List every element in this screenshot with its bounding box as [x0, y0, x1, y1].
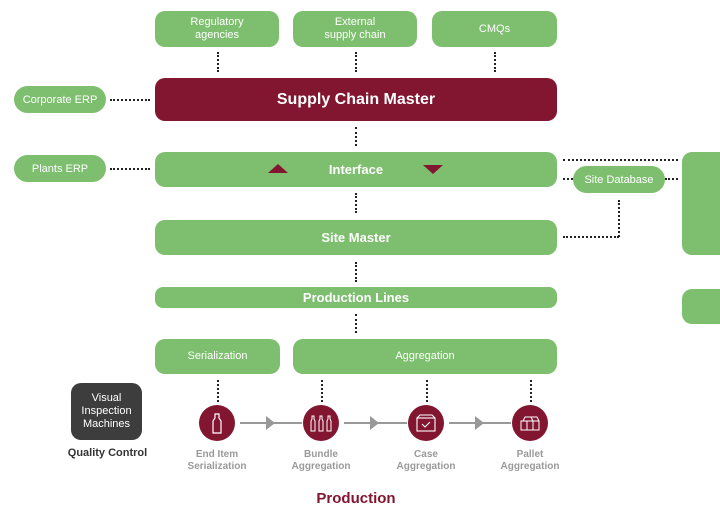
- connector: [217, 52, 219, 72]
- site-master-box[interactable]: Site Master: [155, 220, 557, 255]
- production-lines-box[interactable]: Production Lines: [155, 287, 557, 308]
- bottle-icon: [212, 413, 222, 434]
- pallet-boxes-icon: [520, 416, 540, 431]
- connector: [426, 380, 428, 402]
- supply-chain-master-box[interactable]: Supply Chain Master: [155, 78, 557, 121]
- download-arrow-icon: [423, 165, 443, 174]
- plants-erp-pill[interactable]: Plants ERP: [14, 155, 106, 182]
- corporate-erp-pill[interactable]: Corporate ERP: [14, 86, 106, 113]
- connector: [110, 99, 150, 101]
- step-circle-bundle[interactable]: [303, 405, 339, 441]
- box-label: supply chain: [324, 29, 386, 41]
- bundle-bottles-icon: [310, 415, 332, 432]
- serialization-box[interactable]: Serialization: [155, 339, 280, 374]
- upload-arrow-icon: [268, 164, 288, 173]
- connector: [355, 262, 357, 282]
- interface-box[interactable]: Interface: [155, 152, 557, 187]
- box-label: Aggregation: [395, 350, 455, 362]
- connector: [355, 193, 357, 213]
- flow-arrow-icon: [370, 416, 379, 430]
- case-box-icon: [416, 414, 436, 432]
- box-label: Visual: [91, 392, 122, 404]
- production-title: Production: [316, 490, 396, 507]
- quality-control-caption: Quality Control: [67, 447, 148, 459]
- connector: [618, 200, 620, 237]
- connector: [355, 52, 357, 72]
- box-label: Interface: [328, 162, 384, 177]
- connector: [665, 178, 678, 180]
- connector: [563, 236, 619, 238]
- cmqs-box[interactable]: CMQs: [432, 11, 557, 47]
- connector: [217, 380, 219, 402]
- connector: [110, 168, 150, 170]
- box-label: Regulatory: [190, 16, 244, 28]
- right-panel: [682, 152, 720, 255]
- connector: [563, 159, 678, 161]
- site-database-pill[interactable]: Site Database: [573, 166, 665, 193]
- connector: [494, 52, 496, 72]
- flow-arrow-icon: [266, 416, 275, 430]
- box-label: Serialization: [187, 350, 248, 362]
- aggregation-box[interactable]: Aggregation: [293, 339, 557, 374]
- box-label: Machines: [82, 418, 131, 430]
- right-panel-lower: [682, 289, 720, 324]
- box-label: Supply Chain Master: [276, 90, 436, 108]
- step-circle-end-item[interactable]: [199, 405, 235, 441]
- connector: [530, 380, 532, 402]
- box-label: Site Master: [321, 230, 391, 245]
- box-label: CMQs: [478, 22, 511, 35]
- box-label: Inspection: [81, 405, 132, 417]
- step-circle-case[interactable]: [408, 405, 444, 441]
- step-circle-pallet[interactable]: [512, 405, 548, 441]
- connector: [355, 127, 357, 146]
- box-label: Production Lines: [302, 290, 410, 305]
- connector: [355, 314, 357, 333]
- connector: [563, 178, 573, 180]
- flow-arrow-icon: [475, 416, 484, 430]
- box-label: External: [334, 16, 376, 28]
- box-label: agencies: [194, 29, 240, 41]
- connector: [321, 380, 323, 402]
